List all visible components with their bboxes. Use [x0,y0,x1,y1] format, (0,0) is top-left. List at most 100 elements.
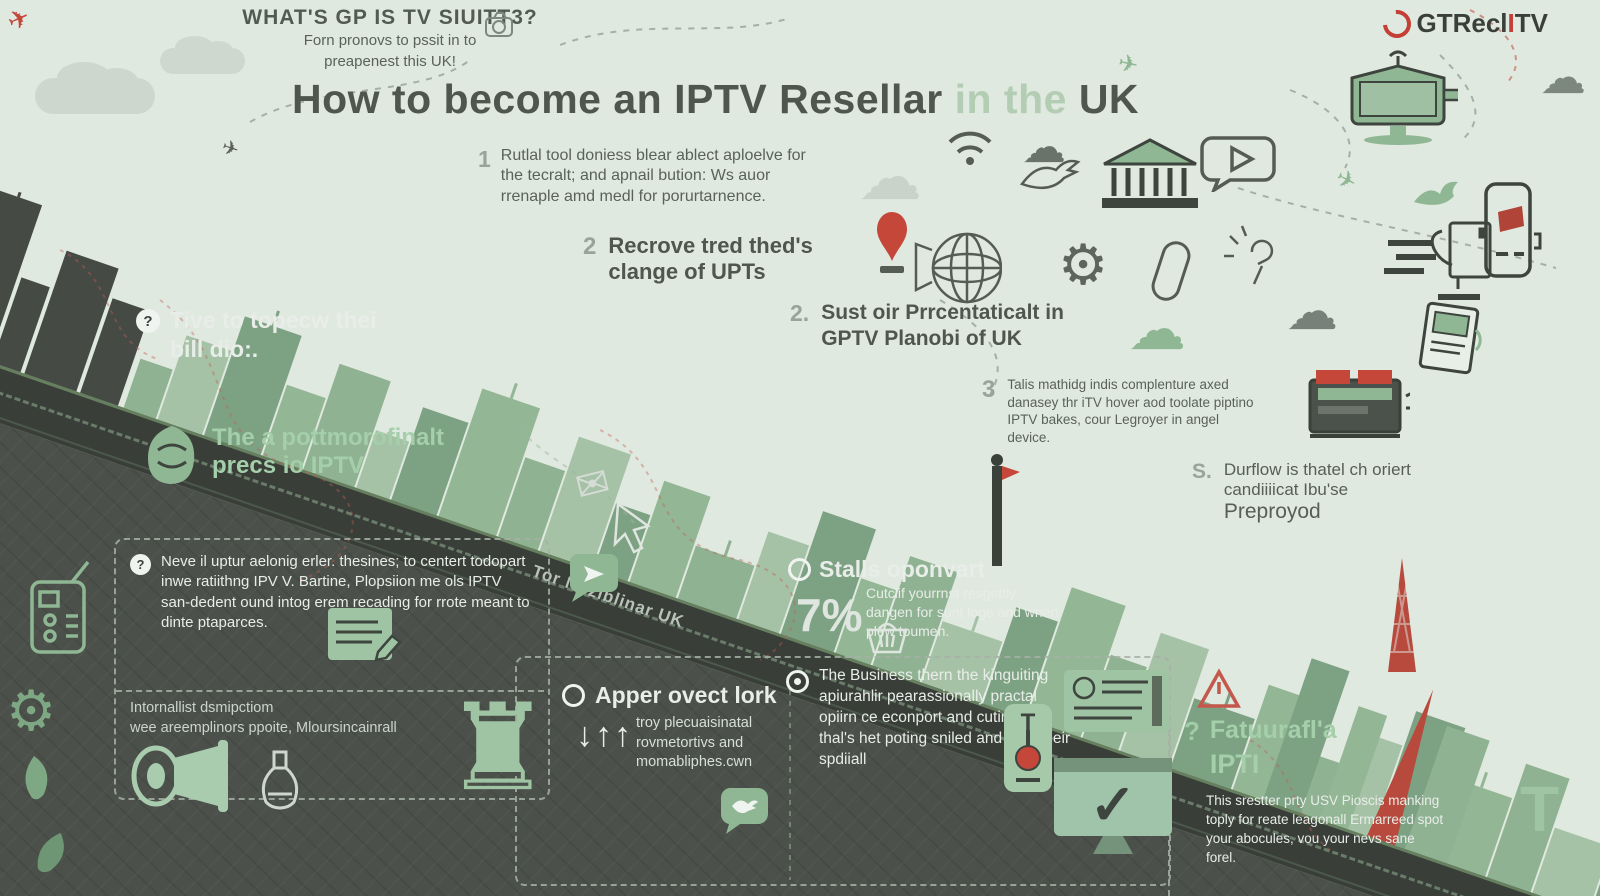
bird-bubble-icon [720,788,768,834]
speech-bubble-icon [569,554,618,602]
cloud-icon: ☁ [1128,297,1186,362]
phone-button-icon: T [1004,704,1052,792]
stalls-stat: 7% [796,589,863,641]
megaphone-icon [131,740,228,812]
stalls-text: Cutclif yourrnst resgettly dangen for su… [866,585,1059,639]
phone-icon [1484,182,1542,278]
step-5-line1: Durflow is thatel ch oriert [1223,460,1411,479]
step-5: S. Durflow is thatel ch oriert candiiiic… [1192,460,1411,524]
title-suffix: UK [1078,76,1140,122]
rook-icon: ♜ [444,681,552,815]
step-1: 1 Rutlal tool doniess blear ablect aploe… [478,146,811,207]
step-2b: 2. Sust oir Prrcentaticalt in GPTV Plano… [790,300,1076,353]
bird-icon [1414,181,1458,205]
antenna-t-icon: T [1520,773,1560,845]
cloud-icon: ☁ [1022,123,1066,172]
apper-heading-row: Apper ovect lork [562,682,777,709]
ring-icon [562,684,585,707]
intorn-line1: Intornallist dsmipctiom [130,700,274,716]
title-accent: in the [954,76,1067,122]
leaf-icon [37,832,64,873]
step-1-text: Rutlal tool doniess blear ablect aploelv… [500,147,806,205]
fatu-section: ? Fatuurafl'a IPTI [1184,716,1337,780]
step-5-line2: candiiiicat Ibu'se [1223,480,1349,499]
pott-section: The a pottmorofinalt precs io IPTV [146,424,444,486]
svg-text:✓: ✓ [1090,773,1137,836]
neve-text: Neve il uptur aelonig erler. thesines; t… [161,553,530,631]
logo-swoosh-icon [1376,3,1417,44]
cloud-icon [160,36,245,74]
flag-post-icon [991,454,1020,566]
dashed-divider [116,690,544,692]
battery-server-icon [1308,370,1410,438]
bank-icon [1102,138,1198,208]
logo-text: GTReclITV [1416,8,1549,38]
cursor-doodle-icon [613,501,651,554]
svg-text:T: T [1021,709,1036,736]
camera-doodle-icon [485,12,513,37]
step-2-text: Recrove tred thed's clange of UPTs [608,233,813,285]
tagline-title: WHAT'S GP IS TV SIUITT3? [242,6,538,29]
apper-text: troy plecuaisinatal rovmetortivs and mom… [636,715,753,771]
fatu-line2: IPTI [1209,749,1260,779]
tive-section: ? Tive to topecw thei bill dio:. [136,306,400,364]
basket-icon [866,622,908,654]
intorn-section: Intornallist dsmipctiom wee areemplinors… [130,698,397,739]
leaf-badge-icon [148,426,195,484]
map-pin-icon [877,212,907,273]
tagline-line1: Forn pronovs to pssit in to [303,32,477,49]
pott-line1: The a pottmorofinalt [212,424,444,451]
bottom-right-text: This srestter prty USV Pioscis manking t… [1206,793,1444,865]
brand-logo: GTReclITV [1376,3,1549,44]
pott-heading: The a pottmorofinalt precs io IPTV [212,424,444,480]
step-2: 2 Recrove tred thed's clange of UPTs [583,233,833,286]
pott-line2: precs io IPTV [212,452,365,479]
cloud-icon: ☁ [1540,51,1586,103]
step-2b-number: 2. [790,300,810,326]
monitor-check-icon: ✓ [1054,758,1172,854]
gear-icon: ⚙ [6,679,57,742]
bottle-icon [261,750,299,810]
cloud-icon [35,61,155,114]
step-2-number: 2 [583,233,597,260]
bird-doodle-icon [1020,159,1081,190]
tv-icon [1350,50,1458,145]
arrow-circle-icon: ? [130,554,151,575]
warning-triangle-icon [1197,668,1241,708]
stalls-heading-row: Stalls oponvart [788,556,985,583]
neve-section: ? Neve il uptur aelonig erler. thesines;… [130,552,533,633]
tagline-block: WHAT'S GP IS TV SIUITT3? Forn pronovs to… [210,6,570,72]
radio-icon [30,560,90,654]
dashed-box-left [114,538,550,800]
step-1-number: 1 [478,146,491,172]
mail-card-icon [1418,301,1482,375]
tive-heading: Tive to topecw thei bill dio:. [170,307,377,362]
step-3-text: Talis mathidg indis complenture axed dan… [1007,377,1254,445]
page-title: How to become an IPTV Resellar in the UK [292,76,1139,123]
document-icon [328,608,402,662]
step-2b-text: Sust oir Prrcentaticalt in GPTV Planobi … [821,301,1064,351]
step-3: 3 Talis mathidg indis complenture axed d… [982,376,1262,446]
arrows-icon: ↓↑↑ [576,716,633,754]
step-3-number: 3 [982,376,996,403]
ring-icon [788,558,811,581]
fast-document-icon [1384,221,1492,300]
wifi-icon [948,131,992,165]
intorn-line2: wee areemplinors ppoite, Mloursincainral… [130,720,397,737]
title-main: How to become an IPTV Resellar [292,76,943,122]
browser-card-icon [1064,670,1170,732]
play-bubble-icon [1200,136,1276,192]
apper-heading: Apper ovect lork [595,682,777,708]
thought-bubble-icon: ☁ [1286,283,1338,341]
red-tower-icon [1388,558,1416,672]
question-circle-icon: ? [136,309,160,333]
globe-icon [914,232,1002,304]
stalls-heading: Stalls oponvart [819,556,986,582]
target-circle-icon [786,670,809,693]
pill-icon [1151,241,1191,301]
leaf-icon [25,756,48,800]
question-icon: ? [1184,716,1200,746]
step-5-line3: Preproyod [1223,500,1321,523]
